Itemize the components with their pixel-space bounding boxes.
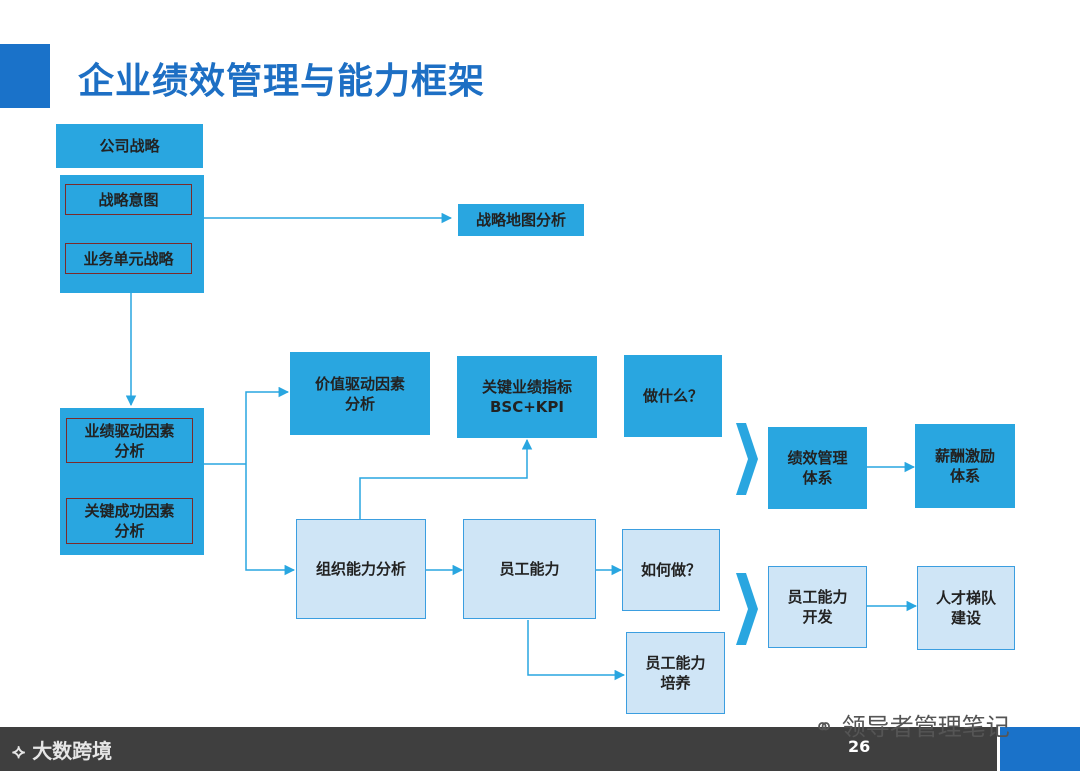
title-accent-bar	[0, 44, 50, 108]
node-how-to-do: 如何做？	[622, 529, 720, 611]
node-kpi: 关键业绩指标 BSC+KPI	[457, 356, 597, 438]
chevron-lower-icon	[736, 573, 758, 645]
connector-to-value-drivers	[245, 386, 290, 464]
node-performance-system: 绩效管理 体系	[768, 427, 867, 509]
node-employee-development: 员工能力 开发	[768, 566, 867, 648]
node-what-to-do: 做什么？	[624, 355, 722, 437]
node-key-success-factors: 关键成功因素 分析	[66, 498, 193, 544]
connector-org-to-kpi	[359, 438, 533, 519]
chevron-upper-icon	[736, 423, 758, 495]
connector-employee-to-training	[527, 620, 626, 681]
node-strategic-intent: 战略意图	[65, 184, 192, 215]
node-talent-pipeline: 人才梯队 建设	[917, 566, 1015, 650]
node-compensation-system: 薪酬激励 体系	[915, 424, 1015, 508]
page-number: 26	[848, 737, 871, 756]
footer-accent	[1000, 727, 1080, 771]
node-employee-training: 员工能力 培养	[626, 632, 725, 714]
node-drivers-group	[60, 408, 204, 555]
node-performance-drivers: 业绩驱动因素 分析	[66, 418, 193, 463]
node-company-strategy: 公司战略	[56, 124, 203, 168]
connector-to-org-capability	[245, 464, 296, 576]
node-strategy-map-analysis: 战略地图分析	[458, 204, 584, 236]
logo-icon: ⟡	[12, 739, 33, 763]
wechat-icon: ⚭	[814, 713, 842, 741]
node-org-capability: 组织能力分析	[296, 519, 426, 619]
node-business-unit-strategy: 业务单元战略	[65, 243, 192, 274]
footer-bar	[0, 727, 997, 771]
watermark: ⚭ 领导者管理笔记	[814, 713, 1010, 741]
page-title: 企业绩效管理与能力框架	[78, 61, 486, 102]
footer-logo: ⟡ 大数跨境	[12, 739, 113, 763]
node-employee-capability: 员工能力	[463, 519, 596, 619]
node-value-drivers: 价值驱动因素 分析	[290, 352, 430, 435]
